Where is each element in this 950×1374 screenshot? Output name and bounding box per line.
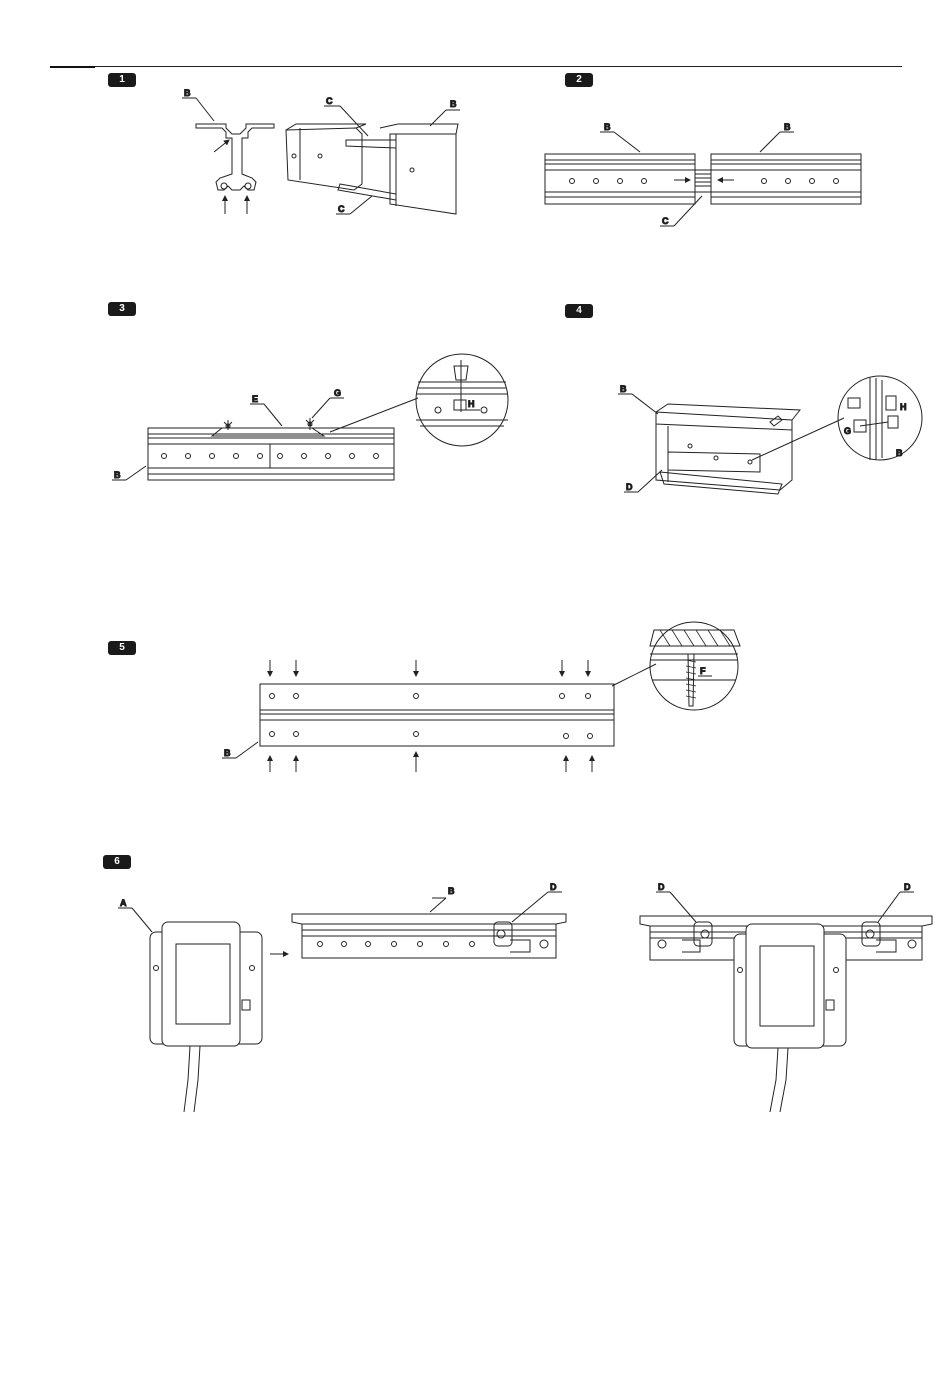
label-d: D	[658, 882, 665, 892]
label-b: B	[896, 448, 903, 458]
label-f: F	[700, 666, 706, 676]
label-b: B	[784, 122, 791, 132]
label-d: D	[550, 882, 557, 892]
step-2-diagram: B B C	[545, 122, 861, 226]
label-d: D	[904, 882, 911, 892]
step-1-diagram: B C B C	[182, 88, 460, 214]
step-5-diagram: B F	[222, 622, 740, 772]
label-b: B	[620, 384, 627, 394]
step-3-diagram: E G B H	[112, 354, 508, 480]
label-g: G	[334, 388, 341, 398]
step-6-right-diagram: D D	[640, 882, 932, 1112]
label-h: H	[468, 399, 475, 409]
label-c: C	[326, 96, 333, 106]
label-b: B	[450, 99, 457, 109]
label-c: C	[338, 204, 345, 214]
label-g: G	[844, 426, 851, 436]
label-a: A	[120, 898, 127, 908]
label-b: B	[604, 122, 611, 132]
step-6-left-diagram: A B D	[118, 882, 566, 1112]
label-b: B	[448, 886, 455, 896]
label-d: D	[626, 482, 633, 492]
label-c: C	[662, 216, 669, 226]
label-h: H	[900, 402, 907, 412]
label-b: B	[114, 470, 121, 480]
label-b: B	[184, 88, 191, 98]
step-4-diagram: B D H G B	[618, 376, 922, 494]
label-e: E	[252, 394, 258, 404]
label-b: B	[224, 748, 231, 758]
